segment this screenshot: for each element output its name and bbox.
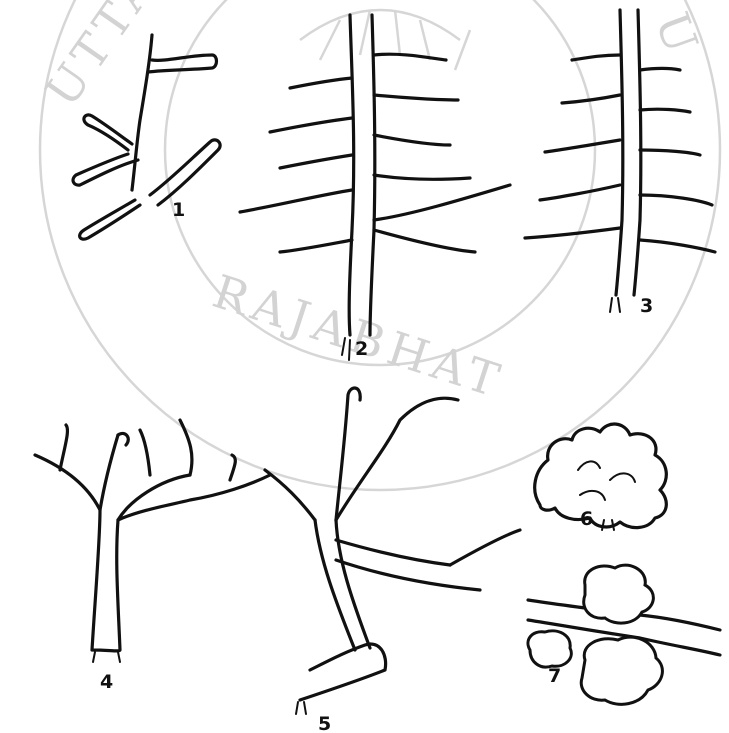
fig1-lower-branch [80, 200, 140, 239]
figure-4-label: 4 [100, 671, 113, 693]
fig4-holdfast [93, 652, 120, 662]
fig3-branches-b [562, 95, 690, 112]
fig3-holdfast [610, 298, 620, 312]
fig6-lobes [578, 461, 635, 500]
fig4-tips [118, 420, 192, 475]
watermark-bottom-text: RAJABHAT [207, 264, 512, 409]
figure-1-label: 1 [172, 199, 185, 221]
fig2-branches-mid1 [270, 95, 458, 132]
figure-6-label: 6 [580, 508, 593, 530]
figure-7-crustose-alga: 7 [528, 565, 720, 704]
seal-sunrays [320, 10, 470, 70]
fig1-right-branch [150, 140, 220, 205]
fig5-main-axis [315, 520, 370, 650]
figure-5-branching-alga: 5 [265, 388, 520, 733]
fig3-branches-d [540, 185, 712, 205]
fig1-left-branch [73, 154, 138, 185]
figure-5-label: 5 [318, 713, 331, 733]
fig1-main-stem [132, 35, 152, 190]
fig5-branches-left [265, 398, 458, 520]
fig3-main-axis-right [634, 10, 641, 295]
watermark-left-u: UTTARADIT [35, 0, 274, 116]
figure-6-compact-alga: 6 [535, 424, 667, 530]
fig5-branch-tip [450, 530, 520, 565]
fig2-branches-mid2 [280, 135, 450, 168]
fig6-blade [535, 424, 667, 528]
figure-7-label: 7 [548, 665, 561, 687]
watermark-seal: UTTARADIT RAJABHAT U [35, 0, 720, 490]
figure-4-dichotomous-alga: 4 [35, 420, 270, 693]
figure-3-label: 3 [640, 295, 653, 317]
fig4-main-thallus [35, 455, 190, 651]
fig7-blob-lower [581, 637, 662, 704]
fig2-branches-top [290, 54, 446, 88]
fig5-base [300, 644, 386, 700]
fig7-blob-left [528, 631, 571, 667]
fig2-branches-lower [280, 185, 510, 252]
seal-outer-ring [40, 0, 720, 490]
fig1-left-upper-branch [84, 115, 132, 150]
seal-emblem-arc [300, 10, 460, 40]
fig2-main-axis-left [349, 15, 354, 335]
fig2-branch-diagonal [374, 230, 475, 252]
fig5-branches-right [336, 540, 480, 590]
fig5-holdfast [296, 702, 306, 714]
watermark-right-letters: U [645, 5, 711, 66]
figure-2-label: 2 [355, 338, 368, 360]
fig3-main-axis-left [616, 10, 623, 295]
